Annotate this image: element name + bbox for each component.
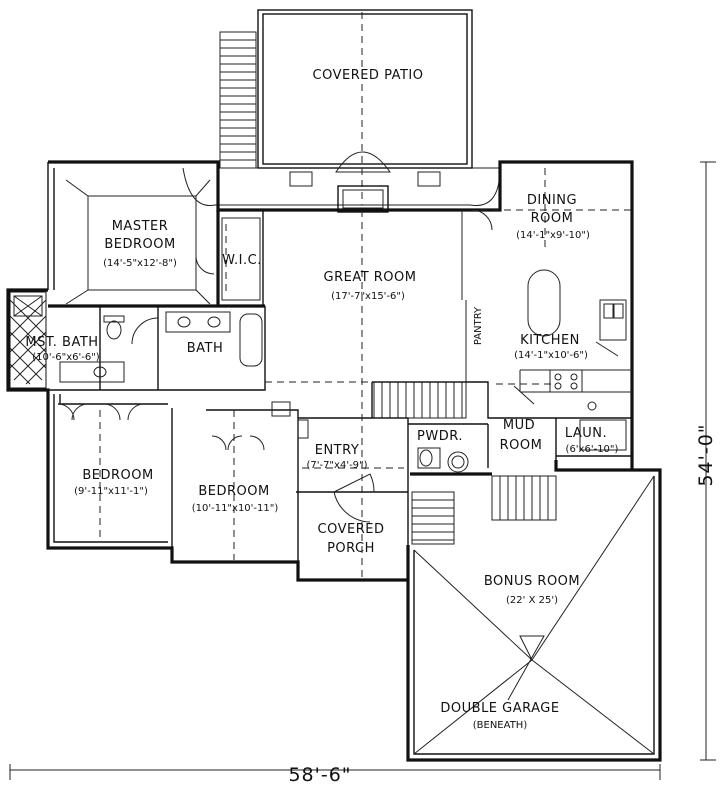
- patio-stairs: [219, 31, 257, 169]
- dashed-lines: [99, 168, 632, 582]
- dimension-lines: [9, 161, 716, 780]
- pantry-label: PANTRY: [473, 306, 484, 345]
- master-size: (14'-5"x12'-8"): [103, 258, 177, 269]
- laun-size: (6'x6'-10"): [566, 444, 619, 455]
- covered-patio-area: [182, 9, 501, 213]
- entry-size: (7'-7"x4'-9"): [306, 460, 367, 471]
- mud-label-line1: MUD: [503, 418, 535, 433]
- overall-width-label: 58'-6": [288, 764, 351, 786]
- mst-bath-label: MST. BATH: [25, 335, 98, 350]
- garage-label: DOUBLE GARAGE: [440, 701, 559, 716]
- pwdr-label: PWDR.: [417, 429, 463, 444]
- kitchen-size: (14'-1"x10'-6"): [514, 350, 588, 361]
- covered-patio-label: COVERED PATIO: [313, 68, 424, 83]
- great-room-size: (17'-7"x15'-6"): [331, 291, 405, 302]
- dining-label-line2: ROOM: [531, 211, 574, 226]
- mud-label-line2: ROOM: [500, 438, 543, 453]
- bedroom2-label: BEDROOM: [198, 484, 269, 499]
- wic-label: W.I.C.: [222, 253, 262, 268]
- laun-label: LAUN.: [565, 426, 607, 441]
- bonus-room-roof: [413, 475, 655, 755]
- doors: [57, 209, 619, 523]
- bedroom1-size: (9'-11"x11'-1"): [74, 486, 148, 497]
- kitchen-label: KITCHEN: [520, 333, 580, 348]
- bonus-room-label: BONUS ROOM: [484, 574, 580, 589]
- great-room-label: GREAT ROOM: [324, 270, 417, 285]
- garage-sublabel: (BENEATH): [473, 720, 528, 731]
- entry-label: ENTRY: [315, 443, 360, 458]
- dining-size: (14'-1"x9'-10"): [516, 230, 590, 241]
- interior-stairs: [373, 381, 557, 545]
- fixtures: [59, 217, 632, 473]
- porch-label-line2: PORCH: [327, 541, 375, 556]
- bedroom1-label: BEDROOM: [82, 468, 153, 483]
- overall-depth-label: 54'-0": [695, 423, 717, 486]
- master-label-line1: MASTER: [112, 219, 169, 234]
- mst-bath-size: (10'-6"x6'-6"): [32, 352, 100, 363]
- bath-label: BATH: [187, 341, 224, 356]
- dining-label-line1: DINING: [527, 193, 577, 208]
- bedroom2-size: (10'-11"x10'-11"): [192, 503, 279, 514]
- master-label-line2: BEDROOM: [104, 237, 175, 252]
- bonus-room-size: (22' X 25'): [506, 595, 558, 606]
- porch-label-line1: COVERED: [318, 522, 385, 537]
